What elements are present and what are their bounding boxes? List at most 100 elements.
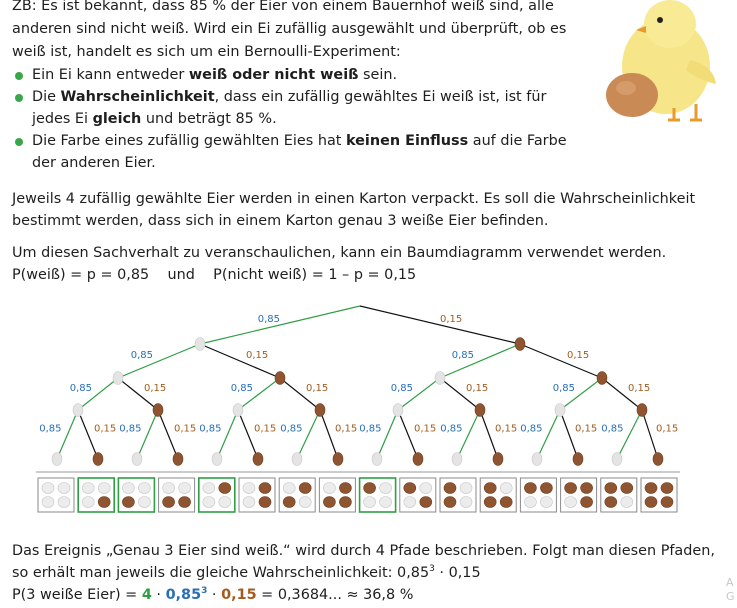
carton-brown-egg	[483, 496, 497, 508]
prob-label-brown: 0,15	[575, 424, 597, 435]
white-egg-node	[434, 371, 446, 385]
branch-brown-edge	[319, 409, 339, 460]
carton-white-egg	[282, 482, 296, 494]
white-egg-node	[51, 452, 63, 466]
carton-brown-egg	[564, 482, 577, 494]
egg-carton-highlighted	[77, 477, 115, 513]
branch-brown-edge	[519, 343, 603, 379]
carton-white-egg	[499, 482, 513, 494]
carton-white-egg	[202, 482, 216, 494]
white-egg-node	[392, 403, 404, 417]
prob-label-white: 0,85	[440, 424, 462, 435]
branch-white-edge	[559, 377, 603, 411]
brown-egg-node	[652, 452, 664, 466]
egg-carton	[479, 477, 517, 513]
branch-white-edge	[56, 409, 79, 460]
branch-brown-edge	[279, 377, 321, 411]
carton-white-egg	[57, 496, 71, 508]
paragraph-probabilities: P(weiß) = p = 0,85 und P(nicht weiß) = 1…	[12, 267, 417, 283]
carton-brown-egg	[323, 496, 336, 508]
intro-line-1: ZB: Es ist bekannt, dass 85 % der Eier v…	[12, 0, 554, 14]
branch-brown-edge	[601, 377, 643, 411]
bernoulli-conditions-list: Ein Ei kann entweder weiß oder nicht wei…	[12, 64, 567, 174]
egg-carton	[399, 477, 437, 513]
egg-carton	[318, 477, 356, 513]
white-egg-node	[211, 452, 223, 466]
carton-brown-egg	[178, 496, 191, 508]
egg-carton	[640, 477, 678, 513]
brown-egg-node	[572, 452, 584, 466]
carton-brown-egg	[620, 482, 634, 494]
prob-label-white: 0,85	[70, 383, 92, 394]
carton-brown-egg	[122, 496, 135, 508]
carton-white-egg	[459, 482, 473, 494]
white-egg-node	[72, 403, 84, 417]
branch-white-edge	[77, 377, 119, 411]
brown-egg-node	[492, 452, 504, 466]
brown-egg-node	[474, 403, 486, 417]
branch-white-edge	[397, 377, 441, 411]
carton-white-egg	[540, 496, 553, 508]
carton-brown-egg	[419, 496, 433, 508]
carton-brown-egg	[483, 482, 497, 494]
list-item: Die Farbe eines zufällig gewählten Eies …	[12, 130, 567, 152]
branch-brown-edge	[641, 409, 659, 460]
prob-label-brown: 0,15	[335, 424, 357, 435]
carton-brown-egg	[644, 496, 658, 508]
brown-egg-node	[172, 452, 184, 466]
prob-label-brown: 0,15	[628, 383, 650, 394]
carton-white-egg	[298, 496, 312, 508]
prob-label-brown: 0,15	[656, 424, 678, 435]
white-egg-node	[291, 452, 303, 466]
list-item: Die Wahrscheinlichkeit, dass ein zufälli…	[12, 86, 567, 108]
prob-label-white: 0,85	[258, 314, 280, 325]
carton-white-egg	[138, 496, 151, 508]
carton-brown-egg	[443, 496, 457, 508]
paragraph-tree-1: Um diesen Sachverhalt zu veranschauliche…	[12, 245, 667, 261]
prob-label-white: 0,85	[553, 383, 575, 394]
egg-carton	[278, 477, 316, 513]
prob-label-brown: 0,15	[94, 424, 116, 435]
brown-egg-node	[596, 371, 608, 385]
prob-label-brown: 0,15	[246, 350, 268, 361]
egg-carton	[560, 477, 598, 513]
brown-egg-node	[152, 403, 164, 417]
carton-white-egg	[363, 496, 376, 508]
prob-label-white: 0,85	[231, 383, 253, 394]
prob-label-white: 0,85	[199, 424, 221, 435]
egg-carton	[37, 477, 75, 513]
carton-white-egg	[242, 496, 256, 508]
carton-white-egg	[323, 482, 336, 494]
carton-white-egg	[81, 496, 95, 508]
branch-brown-edge	[199, 343, 281, 379]
carton-white-egg	[41, 482, 55, 494]
carton-white-egg	[524, 496, 537, 508]
white-egg-node	[451, 452, 463, 466]
carton-white-egg	[620, 496, 634, 508]
egg-carton-highlighted	[198, 477, 236, 513]
prob-label-white: 0,85	[119, 424, 141, 435]
branch-brown-edge	[117, 377, 159, 411]
prob-label-white: 0,85	[520, 424, 542, 435]
egg-carton	[519, 477, 557, 513]
brown-egg-node	[412, 452, 424, 466]
carton-white-egg	[81, 482, 95, 494]
prob-label-brown: 0,15	[495, 424, 517, 435]
branch-white-edge	[616, 409, 643, 460]
carton-white-egg	[57, 482, 71, 494]
carton-brown-egg	[660, 496, 674, 508]
branch-brown-edge	[559, 409, 579, 460]
branch-brown-edge	[237, 409, 259, 460]
white-egg-node	[131, 452, 143, 466]
brown-egg-node	[252, 452, 264, 466]
paragraph-carton-2: bestimmt werden, dass sich in einem Kart…	[12, 213, 549, 229]
probability-result: P(3 weiße Eier) = 4 · 0,853 · 0,15 = 0,3…	[12, 586, 414, 603]
prob-label-white: 0,85	[39, 424, 61, 435]
carton-brown-egg	[524, 482, 537, 494]
prob-label-white: 0,85	[280, 424, 302, 435]
brown-egg-node	[514, 337, 526, 351]
carton-white-egg	[122, 482, 135, 494]
carton-white-egg	[459, 496, 473, 508]
carton-brown-egg	[218, 482, 232, 494]
